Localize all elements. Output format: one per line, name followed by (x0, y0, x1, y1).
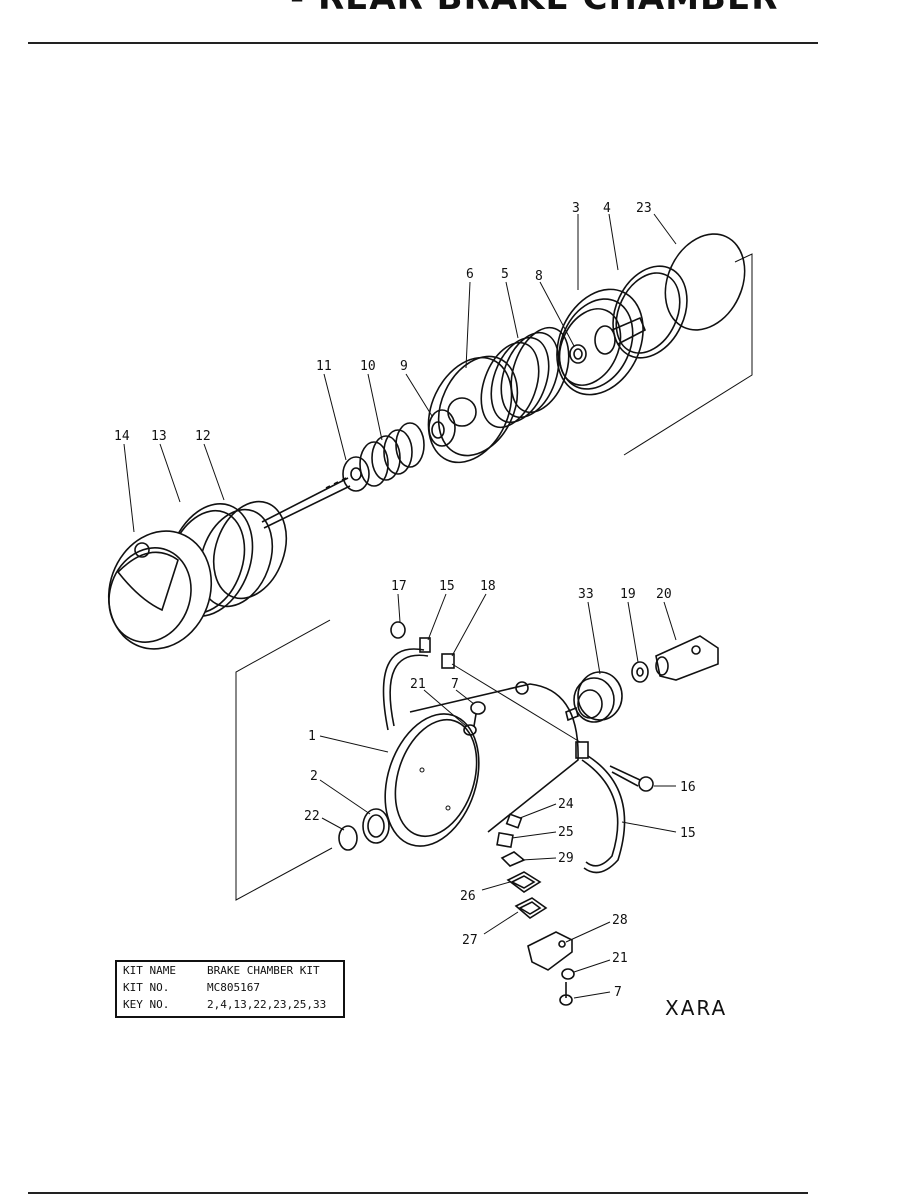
kit-key: KIT NO. (123, 981, 170, 994)
part-4-ring (612, 265, 688, 359)
callout-3: 3 (572, 201, 580, 216)
kit-row-name: KIT NAME BRAKE CHAMBER KIT (117, 962, 343, 979)
callout-33: 33 (578, 587, 594, 602)
callout-7-upper: 7 (451, 677, 459, 692)
callout-21-lower: 21 (612, 951, 628, 966)
kit-key: KEY NO. (123, 998, 170, 1011)
callout-15-upper: 15 (439, 579, 455, 594)
part-21-washer-upper (463, 724, 477, 736)
callout-25: 25 (558, 825, 574, 840)
figure-code: XARA (665, 996, 728, 1020)
kit-row-key: KEY NO. 2,4,13,22,23,25,33 (117, 996, 343, 1013)
part-6-plate (427, 355, 519, 464)
callout-21-upper: 21 (410, 677, 426, 692)
part-29-plate (500, 851, 526, 867)
page-title: - REAR BRAKE CHAMBER (290, 0, 778, 18)
part-5-spring (480, 326, 570, 429)
kit-value: BRAKE CHAMBER KIT (207, 964, 320, 977)
part-3-piston (556, 288, 647, 396)
callout-23: 23 (636, 201, 652, 216)
part-9-retainer (428, 409, 456, 447)
part-2-seal (362, 808, 390, 844)
part-15-clamp-upper (382, 637, 431, 731)
part-15-clamp-lower (575, 741, 626, 874)
callout-15-lower: 15 (680, 826, 696, 841)
callout-17: 17 (391, 579, 407, 594)
part-11-washer (342, 456, 370, 492)
top-rule (28, 42, 818, 44)
callout-10: 10 (360, 359, 376, 374)
callout-9: 9 (400, 359, 408, 374)
callout-11: 11 (316, 359, 332, 374)
bottom-rule (28, 1192, 808, 1194)
callout-12: 12 (195, 429, 211, 444)
push-rod (261, 477, 351, 529)
part-10-spring (359, 422, 425, 487)
kit-value: 2,4,13,22,23,25,33 (207, 998, 327, 1011)
leader-lines (123, 213, 677, 999)
part-16-bolt (609, 765, 654, 792)
callout-28: 28 (612, 913, 628, 928)
callout-8: 8 (535, 269, 543, 284)
callout-13: 13 (151, 429, 167, 444)
part-8-seal (569, 344, 587, 364)
callout-19: 19 (620, 587, 636, 602)
part-24-fitting (505, 813, 523, 829)
callout-6: 6 (466, 267, 474, 282)
part-23-diaphragm (664, 233, 746, 331)
lower-group-outline (235, 619, 333, 901)
part-26-cap (506, 871, 542, 893)
callout-1: 1 (308, 729, 316, 744)
callout-14: 14 (114, 429, 130, 444)
part-7-bolt-lower (559, 982, 573, 1006)
part-19-nut (631, 661, 649, 683)
kit-key: KIT NAME (123, 964, 176, 977)
callout-5: 5 (501, 267, 509, 282)
part-28-bracket (527, 931, 573, 971)
callouts: 3 4 23 6 5 8 11 10 9 14 13 12 17 15 18 3… (114, 201, 696, 1000)
kit-table: KIT NAME BRAKE CHAMBER KIT KIT NO. MC805… (115, 960, 345, 1018)
part-14-cover (107, 530, 213, 650)
callout-4: 4 (603, 201, 611, 216)
part-33-boot (573, 671, 623, 723)
part-17-nut (390, 621, 406, 639)
part-20-clevis (655, 635, 719, 681)
callout-7-lower: 7 (614, 985, 622, 1000)
part-21-washer-lower (561, 968, 575, 980)
upper-group-outline (623, 253, 753, 456)
callout-26: 26 (460, 889, 476, 904)
callout-24: 24 (558, 797, 574, 812)
part-27-cover (514, 897, 548, 919)
part-18-block (441, 653, 455, 669)
callout-29: 29 (558, 851, 574, 866)
callout-18: 18 (480, 579, 496, 594)
callout-2: 2 (310, 769, 318, 784)
part-25-gasket (496, 831, 514, 849)
callout-22: 22 (304, 809, 320, 824)
part-7-bolt-upper (470, 701, 486, 727)
callout-16: 16 (680, 780, 696, 795)
callout-20: 20 (656, 587, 672, 602)
part-22-plug (338, 825, 358, 851)
callout-27: 27 (462, 933, 478, 948)
kit-value: MC805167 (207, 981, 260, 994)
kit-row-no: KIT NO. MC805167 (117, 979, 343, 996)
part-1-chamber (384, 681, 579, 847)
